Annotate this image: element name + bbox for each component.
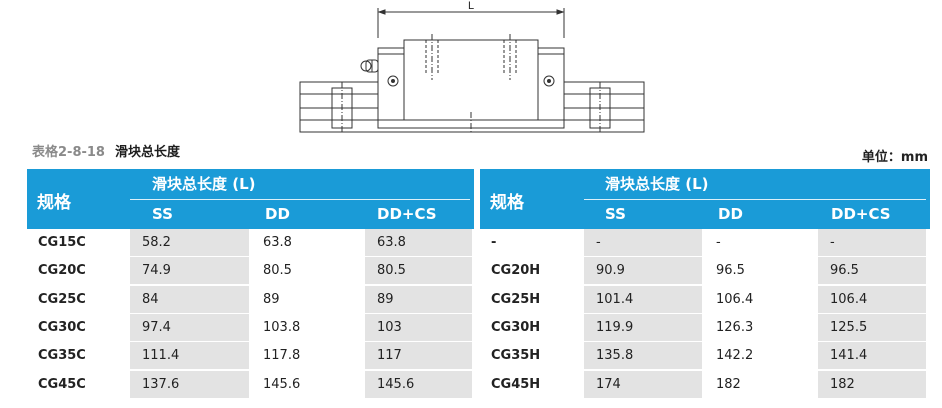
- caption-title: 滑块总长度: [114, 145, 180, 160]
- value-cell: 174: [584, 370, 702, 398]
- model-cell: CG30C: [38, 319, 86, 335]
- value-cell: 182: [818, 370, 926, 398]
- dimension-label: L: [468, 0, 474, 12]
- right-header-model: 规格: [490, 193, 524, 213]
- value-cell: 97.4: [130, 313, 249, 341]
- value-cell: 80.5: [365, 257, 472, 285]
- value-cell: 182: [716, 376, 741, 392]
- model-cell: CG45H: [491, 376, 541, 392]
- model-cell: CG15C: [38, 235, 86, 250]
- model-cell: CG35C: [38, 348, 86, 364]
- value-cell: 84: [130, 285, 249, 313]
- value-cell: 103.8: [263, 319, 301, 335]
- value-cell: 103: [365, 313, 472, 341]
- value-cell: 117: [365, 342, 472, 370]
- value-cell: 126.3: [716, 319, 754, 335]
- value-cell: 125.5: [818, 313, 926, 341]
- value-cell: 117.8: [263, 348, 301, 364]
- value-cell: 101.4: [584, 285, 702, 313]
- unit-label: 单位：mm: [861, 150, 928, 165]
- value-cell: 137.6: [130, 370, 249, 398]
- value-cell: 80.5: [263, 263, 292, 279]
- left-col-ss: SS: [152, 205, 173, 223]
- left-col-ddcs: DD+CS: [377, 205, 437, 223]
- value-cell: 145.6: [365, 370, 472, 398]
- model-cell: CG45C: [38, 376, 86, 392]
- left-header-group: 滑块总长度 (L): [152, 175, 256, 193]
- value-cell: 90.9: [584, 257, 702, 285]
- value-cell: 142.2: [716, 348, 754, 364]
- value-cell: 145.6: [263, 376, 301, 392]
- left-col-dd: DD: [265, 205, 290, 223]
- value-cell: 119.9: [584, 313, 702, 341]
- caption-number: 表格2-8-18: [32, 145, 105, 160]
- right-table-header: 规格 滑块总长度 (L) SS DD DD+CS: [480, 169, 930, 229]
- table-caption: 表格2-8-18 滑块总长度: [32, 141, 180, 160]
- value-cell: 63.8: [365, 229, 472, 256]
- left-header-model: 规格: [37, 193, 71, 213]
- value-cell: -: [818, 229, 926, 256]
- model-cell: CG30H: [491, 319, 541, 335]
- model-cell: CG20C: [38, 263, 86, 279]
- value-cell: 141.4: [818, 342, 926, 370]
- value-cell: -: [584, 229, 702, 256]
- model-cell: CG35H: [491, 348, 541, 364]
- value-cell: 106.4: [716, 291, 754, 307]
- value-cell: 96.5: [818, 257, 926, 285]
- right-col-ddcs: DD+CS: [831, 205, 891, 223]
- model-cell: CG25H: [491, 291, 541, 307]
- value-cell: 96.5: [716, 263, 745, 279]
- value-cell: 89: [263, 291, 280, 307]
- value-cell: 111.4: [130, 342, 249, 370]
- model-cell: CG20H: [491, 263, 541, 279]
- right-col-dd: DD: [718, 205, 743, 223]
- model-cell: -: [491, 235, 497, 250]
- guide-block-drawing: L: [299, 0, 645, 134]
- value-cell: -: [716, 235, 721, 250]
- value-cell: 74.9: [130, 257, 249, 285]
- value-cell: 106.4: [818, 285, 926, 313]
- value-cell: 135.8: [584, 342, 702, 370]
- value-cell: 58.2: [130, 229, 249, 256]
- value-cell: 89: [365, 285, 472, 313]
- value-cell: 63.8: [263, 235, 292, 250]
- right-col-ss: SS: [605, 205, 626, 223]
- right-header-group: 滑块总长度 (L): [605, 175, 709, 193]
- model-cell: CG25C: [38, 291, 86, 307]
- left-table-header: 规格 滑块总长度 (L) SS DD DD+CS: [27, 169, 474, 229]
